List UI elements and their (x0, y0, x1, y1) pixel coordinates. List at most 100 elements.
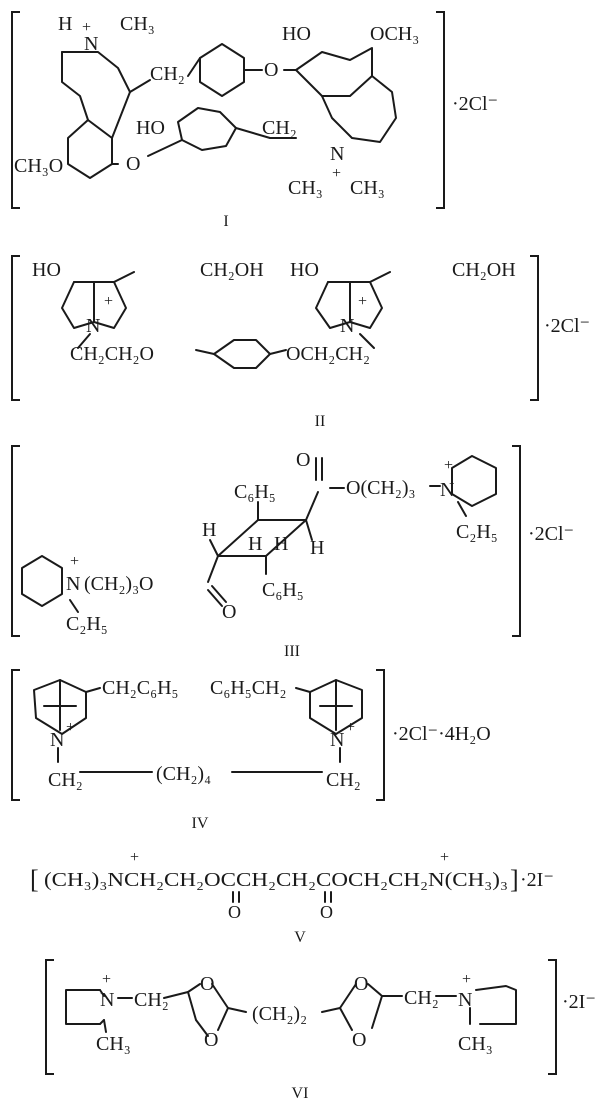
pyrrolidine-ring (475, 985, 517, 1025)
benzene-ring (295, 47, 373, 97)
piperidine-ring (451, 455, 497, 507)
benzene-ring (213, 339, 271, 369)
phenol-ring (177, 107, 237, 151)
h-atom: H (248, 533, 262, 555)
charge-plus: + (70, 553, 79, 570)
structure-iii: O O(CH₂)₃ N + C₂H₅ C₆H₅ H H H H C₆H₅ N +… (11, 445, 574, 660)
bond (195, 349, 215, 355)
quaternary-n: N (458, 989, 472, 1011)
bond (369, 271, 391, 283)
h-atom: H (310, 537, 324, 559)
compound-numeral: VI (292, 1085, 309, 1102)
hydroxyl-group: HO (32, 259, 61, 281)
quaternary-n: N (84, 33, 98, 55)
counterion-label: ·2I⁻ (562, 991, 596, 1013)
structure-i: H N + CH₃ CH₂ HO OCH₃ O HO CH₂ CH₃O O N … (11, 11, 498, 230)
bracket-right: ] (510, 865, 519, 894)
bracket-right (548, 959, 557, 1075)
ester-linker: (CH₂)₃O (84, 573, 154, 595)
compound-numeral: III (284, 643, 300, 660)
ring-oxygen: O (352, 1029, 366, 1051)
ring-oxygen: O (204, 1029, 218, 1051)
bracket-left (45, 959, 54, 1075)
dioxolane-ring (187, 983, 229, 1037)
bond (129, 79, 151, 93)
benzyl-group: C₆H₅CH₂ (210, 677, 286, 699)
bracket-right (436, 11, 445, 209)
ring-oxygen: O (200, 973, 214, 995)
hydroxymethyl-group: CH₂OH (452, 259, 516, 281)
bond (321, 1007, 341, 1013)
carbonyl-oxygen: O (320, 902, 333, 922)
carbonyl-oxygen: O (296, 449, 310, 471)
quaternary-n: N (100, 989, 114, 1011)
ethyl-group: C₂H₅ (456, 521, 498, 543)
methylene-group: CH₂ (404, 987, 439, 1009)
phenyl-group: C₆H₅ (262, 579, 304, 601)
bond (85, 687, 101, 693)
piperidine-ring (21, 555, 63, 607)
ring-bond (61, 51, 131, 93)
bond (359, 333, 375, 349)
methylene-group: CH₂ (48, 769, 83, 791)
carbonyl-bond (207, 589, 223, 607)
carbonyl-bond (211, 585, 227, 603)
bracket-left (11, 11, 20, 209)
bracket-left: [ (30, 865, 39, 894)
ethoxy-linker: CH₂CH₂O (70, 343, 154, 365)
bond (207, 555, 219, 583)
benzene-ring (67, 119, 113, 179)
ether-oxygen: O (126, 153, 140, 175)
ring-bond (61, 51, 89, 121)
compound-numeral: IV (192, 815, 209, 832)
methylene-group: CH₂ (134, 989, 169, 1011)
bond (163, 991, 189, 999)
hydroxymethyl-group: CH₂OH (200, 259, 264, 281)
charge-plus: + (444, 457, 453, 474)
bond (295, 687, 311, 693)
bracket-left (11, 669, 20, 801)
counterion-label: ·2Cl⁻ (528, 523, 574, 545)
methyl-group: CH₃ (96, 1033, 131, 1055)
bracket-right (376, 669, 385, 801)
charge-plus: + (332, 165, 341, 182)
bond (227, 1007, 247, 1013)
pyrrolidine-ring (65, 989, 101, 1025)
carbonyl-oxygen: O (222, 601, 236, 623)
counterion-label: ·2Cl⁻ (452, 93, 498, 115)
quaternary-n: N (340, 315, 354, 337)
methyl-group: CH₃ (120, 13, 155, 35)
phenyl-group: C₆H₅ (234, 481, 276, 503)
quaternary-n: N (66, 573, 80, 595)
compound-numeral: II (315, 413, 326, 430)
h-atom: H (58, 13, 72, 35)
methylene-group: CH₂ (326, 769, 361, 791)
dioxolane-ring (339, 983, 383, 1031)
hydroxyl-group: HO (282, 23, 311, 45)
quaternary-n: N (330, 143, 344, 165)
counterion-label: ·2Cl⁻ (544, 315, 590, 337)
ring-bond (321, 75, 397, 143)
bracket-right (512, 445, 521, 637)
h-atom: H (274, 533, 288, 555)
methylene-group: CH₂ (262, 117, 297, 139)
charge-plus: + (462, 971, 471, 988)
quaternary-n: N (50, 729, 64, 751)
bracket-left (11, 255, 20, 401)
charge-plus: + (358, 293, 367, 310)
counterion-label: ·2I⁻ (520, 869, 554, 891)
alkyl-linker: (CH₂)₂ (252, 1003, 307, 1025)
charge-plus: + (82, 19, 91, 36)
carbonyl-bond (324, 891, 332, 903)
structure-iv: CH₂C₆H₅ C₆H₅CH₂ N + N + CH₂ (CH₂)₄ CH₂ ·… (11, 669, 491, 832)
structure-ii: HO CH₂OH N + CH₂CH₂O HO CH₂OH N + OCH₂CH… (11, 255, 590, 430)
bond (147, 139, 183, 157)
quaternary-n: N (440, 479, 454, 501)
structure-vi: N + CH₂ CH₃ O O (CH₂)₂ O O CH₂ N + CH₃ ·… (45, 959, 596, 1102)
bracket-left (11, 445, 20, 637)
bond (69, 599, 79, 613)
bond (235, 127, 297, 139)
bond (103, 1019, 107, 1033)
charge-plus: + (346, 719, 355, 736)
methylene-group: CH₂ (150, 63, 185, 85)
